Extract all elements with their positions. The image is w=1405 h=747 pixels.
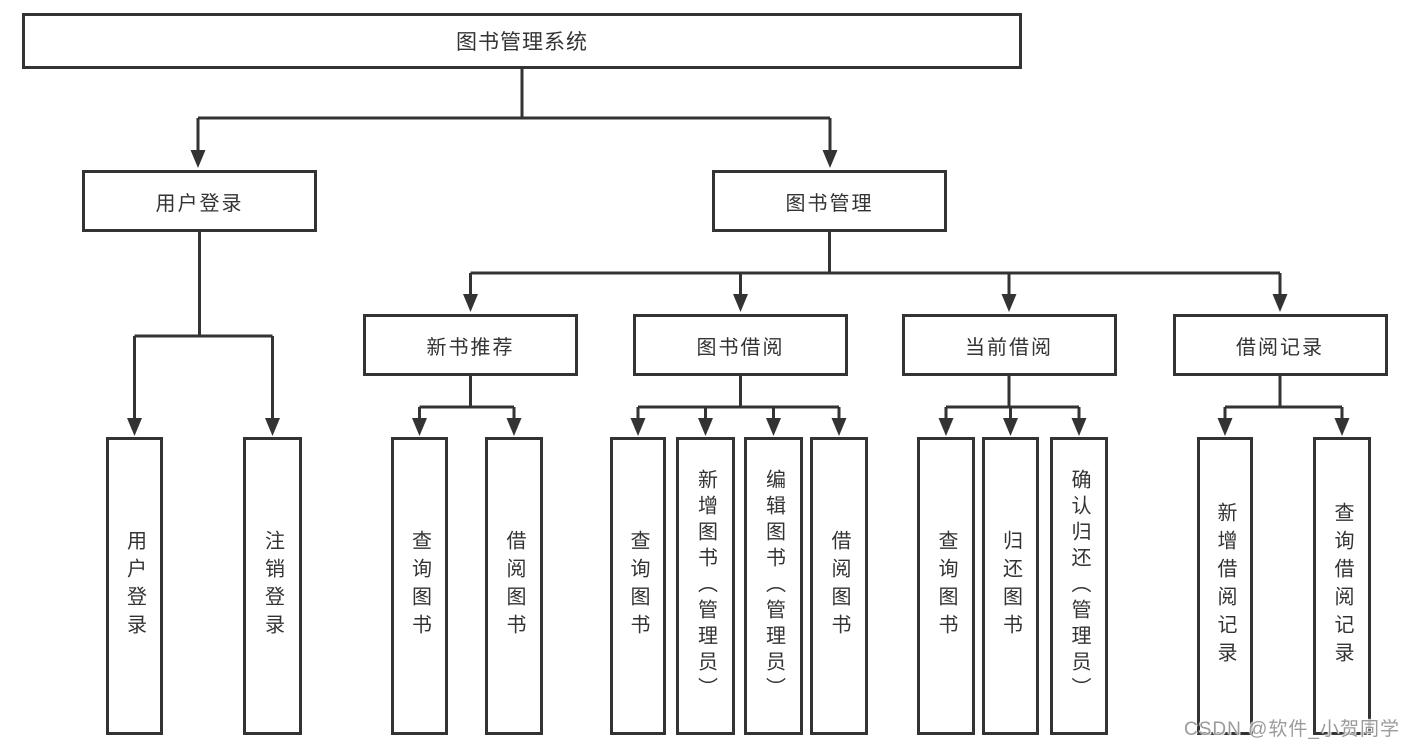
leaf-add-borrow-record-label: 新增借阅记录 xyxy=(1214,502,1236,670)
leaf-return-book: 归还图书 xyxy=(982,437,1039,735)
leaf-query-borrow-record-label: 查询借阅记录 xyxy=(1331,502,1353,670)
node-root-label: 图书管理系统 xyxy=(456,31,588,54)
node-root: 图书管理系统 xyxy=(22,13,1022,69)
csdn-watermark: CSDN @软件_小贺同学 xyxy=(1184,719,1400,740)
leaf-edit-book-admin-label: 编辑图书（管理员） xyxy=(762,469,785,703)
node-user-login: 用户登录 xyxy=(82,170,317,232)
leaf-query-book-current: 查询图书 xyxy=(917,437,975,735)
node-borrowing-records-label: 借阅记录 xyxy=(1236,336,1324,359)
leaf-user-login-label: 用户登录 xyxy=(123,530,146,642)
node-book-management: 图书管理 xyxy=(712,170,947,232)
leaf-user-login: 用户登录 xyxy=(106,437,163,735)
leaf-confirm-return-admin: 确认归还（管理员） xyxy=(1050,437,1108,735)
leaf-add-book-admin-label: 新增图书（管理员） xyxy=(694,469,717,703)
leaf-return-book-label: 归还图书 xyxy=(999,530,1022,642)
leaf-query-book-borrowing-label: 查询图书 xyxy=(627,530,649,642)
node-borrowing-records: 借阅记录 xyxy=(1172,314,1388,376)
leaf-add-book-admin: 新增图书（管理员） xyxy=(676,437,735,735)
leaf-query-borrow-record: 查询借阅记录 xyxy=(1313,437,1371,735)
leaf-logout-label: 注销登录 xyxy=(261,530,284,642)
node-book-borrowing: 图书借阅 xyxy=(633,314,848,376)
node-current-borrowing-label: 当前借阅 xyxy=(965,336,1053,359)
leaf-query-book-borrowing: 查询图书 xyxy=(610,437,666,735)
leaf-confirm-return-admin-label: 确认归还（管理员） xyxy=(1068,469,1090,703)
node-current-borrowing: 当前借阅 xyxy=(901,314,1117,376)
leaf-query-book-recommend: 查询图书 xyxy=(391,437,448,735)
leaf-add-borrow-record: 新增借阅记录 xyxy=(1197,437,1253,735)
leaf-query-book-current-label: 查询图书 xyxy=(935,530,957,642)
node-book-borrowing-label: 图书借阅 xyxy=(696,336,785,359)
node-user-login-label: 用户登录 xyxy=(155,192,244,215)
leaf-edit-book-admin: 编辑图书（管理员） xyxy=(744,437,803,735)
node-new-book-recommendation-label: 新书推荐 xyxy=(426,336,515,359)
node-book-management-label: 图书管理 xyxy=(785,192,874,215)
leaf-borrow-book-recommend: 借阅图书 xyxy=(485,437,543,735)
leaf-logout: 注销登录 xyxy=(243,437,302,735)
node-new-book-recommendation: 新书推荐 xyxy=(363,314,578,376)
leaf-query-book-recommend-label: 查询图书 xyxy=(408,530,431,642)
leaf-borrow-book-borrowing-label: 借阅图书 xyxy=(828,530,850,642)
leaf-borrow-book-borrowing: 借阅图书 xyxy=(810,437,868,735)
leaf-borrow-book-recommend-label: 借阅图书 xyxy=(503,530,525,642)
